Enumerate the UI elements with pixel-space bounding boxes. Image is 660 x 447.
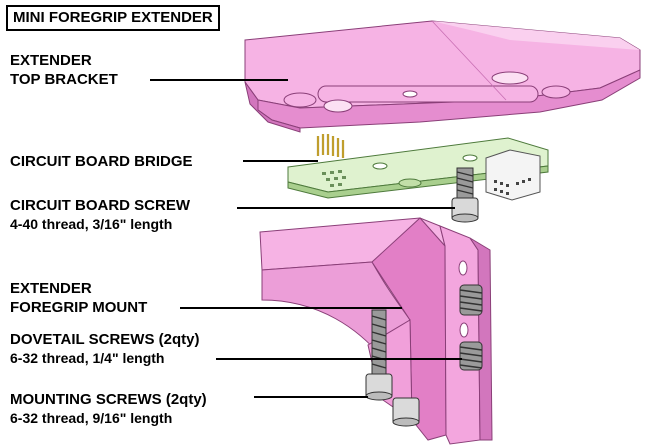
circuit-board-screw-spec: 4-40 thread, 3/16" length bbox=[10, 216, 173, 232]
mounting-screws-spec: 6-32 thread, 9/16" length bbox=[10, 410, 173, 426]
circuit-board-screw-label-title: CIRCUIT BOARD SCREW bbox=[10, 197, 190, 214]
circuit-board-part bbox=[287, 134, 549, 201]
circuit-board-bridge-label: CIRCUIT BOARD BRIDGE bbox=[10, 153, 193, 170]
mounting-screws-label-title: MOUNTING SCREWS (2qty) bbox=[10, 391, 207, 408]
top-bracket-label: EXTENDER TOP BRACKET bbox=[10, 51, 118, 89]
dovetail-screws-part bbox=[459, 284, 483, 371]
dovetail-screws-label-title: DOVETAIL SCREWS (2qty) bbox=[10, 331, 200, 348]
diagram-title: MINI FOREGRIP EXTENDER bbox=[6, 5, 220, 31]
top-bracket-part bbox=[244, 20, 641, 133]
dovetail-screws-spec: 6-32 thread, 1/4" length bbox=[10, 350, 165, 366]
circuit-board-screw-label: CIRCUIT BOARD SCREW 4-40 thread, 3/16" l… bbox=[10, 196, 190, 234]
top-bracket-label-line1: EXTENDER bbox=[10, 52, 92, 69]
foregrip-mount-label-line2: FOREGRIP MOUNT bbox=[10, 299, 148, 316]
foregrip-mount-label-line1: EXTENDER bbox=[10, 280, 92, 297]
leader-lines bbox=[150, 79, 462, 398]
foregrip-mount-label: EXTENDER FOREGRIP MOUNT bbox=[10, 279, 147, 317]
foregrip-mount-part bbox=[259, 217, 493, 445]
top-bracket-label-line2: TOP BRACKET bbox=[10, 71, 118, 88]
mounting-screws-label: MOUNTING SCREWS (2qty) 6-32 thread, 9/16… bbox=[10, 390, 207, 428]
dovetail-screws-label: DOVETAIL SCREWS (2qty) 6-32 thread, 1/4"… bbox=[10, 330, 199, 368]
